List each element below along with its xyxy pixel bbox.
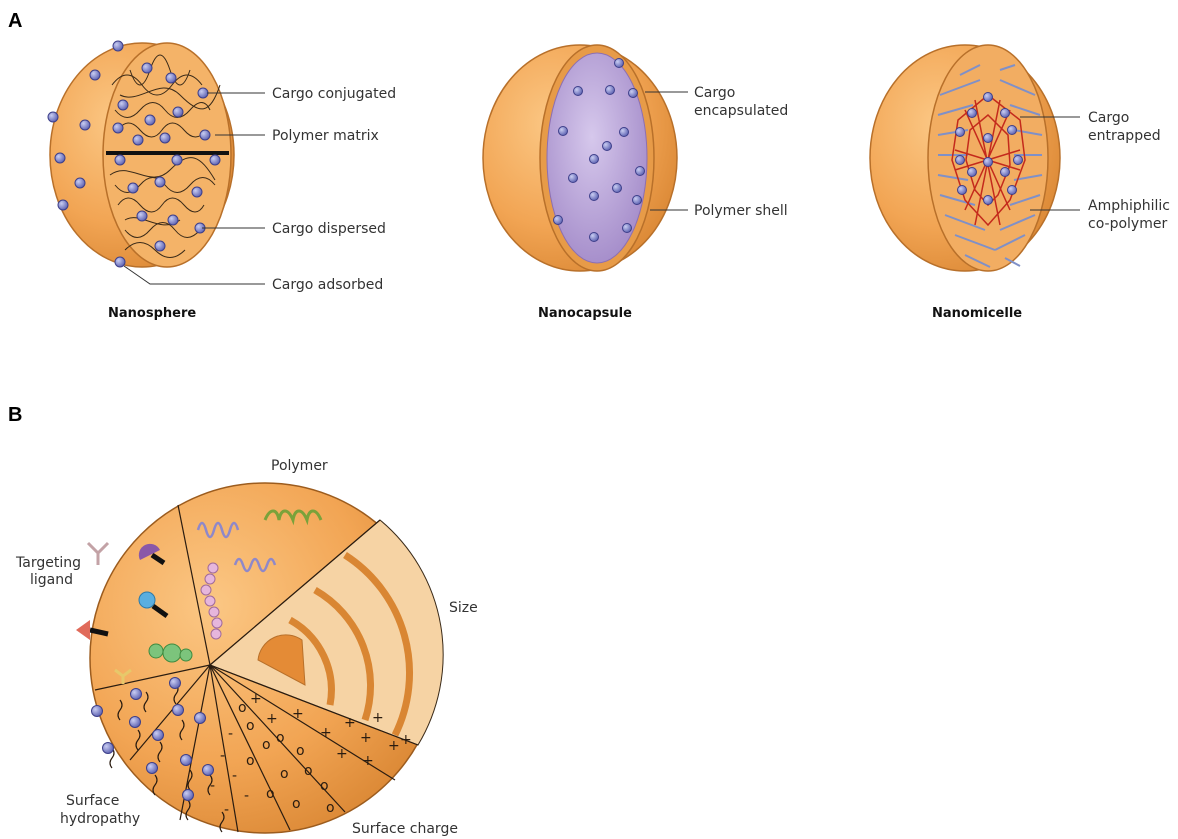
ligand-triangle-icon xyxy=(76,620,90,640)
caption-nanosphere: Nanosphere xyxy=(108,306,196,321)
label-polymer-matrix: Polymer matrix xyxy=(272,128,379,144)
svg-text:o: o xyxy=(262,737,271,753)
label-cargo-dispersed: Cargo dispersed xyxy=(272,221,386,237)
label-polymer: Polymer xyxy=(271,458,328,474)
svg-text:+: + xyxy=(388,738,400,754)
svg-text:o: o xyxy=(266,786,275,802)
svg-text:+: + xyxy=(292,706,304,722)
label-surface-charge: Surface charge xyxy=(352,821,458,837)
nanomicelle-diagram: Cargo entrapped Amphiphilic co-polymer N… xyxy=(870,45,1170,321)
ligand-sphere-icon xyxy=(139,592,155,608)
nanosphere-diagram: Cargo conjugated Polymer matrix Cargo di… xyxy=(48,41,396,321)
label-cargo-micelle: Cargo xyxy=(1088,110,1129,126)
svg-text:o: o xyxy=(246,718,255,734)
svg-text:+: + xyxy=(266,711,278,727)
svg-text:-: - xyxy=(220,748,225,764)
antibody-icon xyxy=(88,543,108,565)
svg-text:+: + xyxy=(372,710,384,726)
svg-text:+: + xyxy=(320,725,332,741)
svg-text:+: + xyxy=(362,753,374,769)
label-entrapped: entrapped xyxy=(1088,128,1161,144)
svg-text:o: o xyxy=(292,796,301,812)
svg-text:-: - xyxy=(232,768,237,784)
svg-text:+: + xyxy=(250,691,262,707)
caption-nanocapsule: Nanocapsule xyxy=(538,306,632,321)
svg-text:o: o xyxy=(238,700,247,716)
panel-b-letter: B xyxy=(8,404,22,426)
svg-text:o: o xyxy=(296,743,305,759)
label-targeting: Targeting xyxy=(15,555,81,571)
svg-text:-: - xyxy=(244,788,249,804)
svg-text:+: + xyxy=(360,730,372,746)
label-cargo: Cargo xyxy=(694,85,735,101)
svg-text:+: + xyxy=(400,732,412,748)
svg-text:+: + xyxy=(344,715,356,731)
svg-text:o: o xyxy=(304,763,313,779)
label-co-polymer: co-polymer xyxy=(1088,216,1167,232)
label-hydropathy: hydropathy xyxy=(60,811,140,827)
nanocapsule-diagram: Cargo encapsulated Polymer shell Nanocap… xyxy=(483,45,788,321)
svg-text:o: o xyxy=(320,778,329,794)
label-encapsulated: encapsulated xyxy=(694,103,788,119)
svg-text:-: - xyxy=(224,802,229,818)
label-polymer-shell: Polymer shell xyxy=(694,203,788,219)
svg-text:o: o xyxy=(326,800,335,816)
label-cargo-conjugated: Cargo conjugated xyxy=(272,86,396,102)
label-ligand: ligand xyxy=(30,572,73,588)
svg-text:o: o xyxy=(280,766,289,782)
label-size: Size xyxy=(449,600,478,616)
label-amphiphilic: Amphiphilic xyxy=(1088,198,1170,214)
panel-a-letter: A xyxy=(8,10,22,32)
label-surface: Surface xyxy=(66,793,119,809)
svg-text:o: o xyxy=(246,753,255,769)
label-cargo-adsorbed: Cargo adsorbed xyxy=(272,277,383,293)
svg-text:o: o xyxy=(276,730,285,746)
svg-text:+: + xyxy=(336,746,348,762)
svg-text:-: - xyxy=(210,778,215,794)
svg-text:-: - xyxy=(228,726,233,742)
caption-nanomicelle: Nanomicelle xyxy=(932,306,1022,321)
